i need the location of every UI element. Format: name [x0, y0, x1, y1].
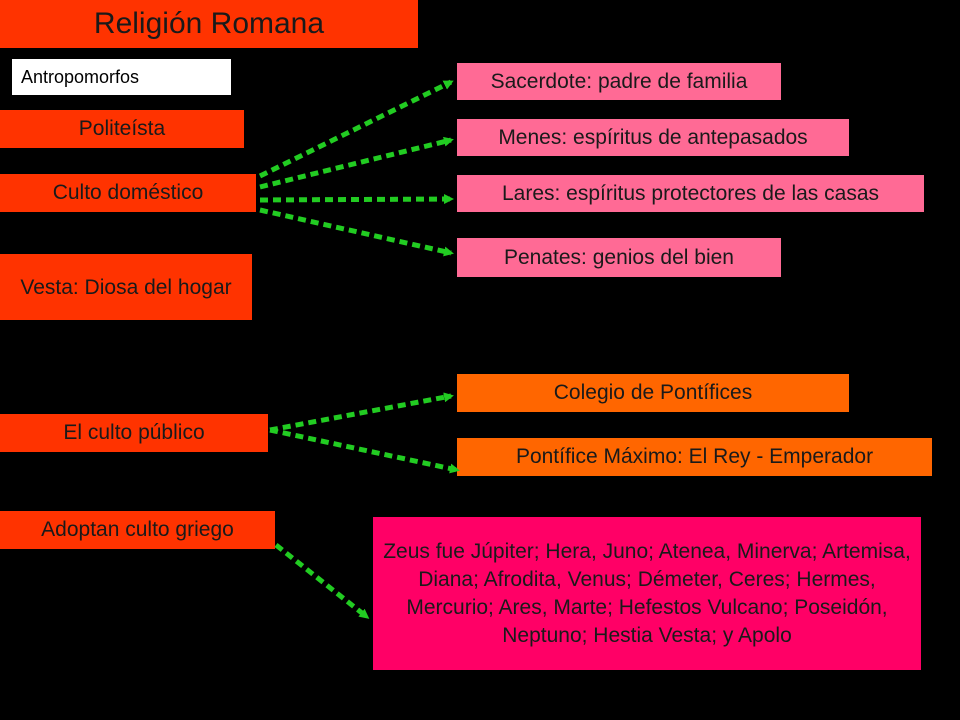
sacerdote-box: Sacerdote: padre de familia [457, 63, 781, 100]
lares-box: Lares: espíritus protectores de las casa… [457, 175, 924, 212]
colegio-box: Colegio de Pontífices [457, 374, 849, 412]
culto-griego-box: Adoptan culto griego [0, 511, 275, 549]
page-title: Religión Romana [0, 0, 418, 48]
culto-domestico-box: Culto doméstico [0, 174, 256, 212]
arrow-colegio [269, 392, 454, 433]
menes-box: Menes: espíritus de antepasados [457, 119, 849, 156]
penates-box: Penates: genios del bien [457, 238, 781, 277]
arrow-pontifice [269, 427, 460, 474]
vesta-box: Vesta: Diosa del hogar [0, 254, 252, 320]
antropomorfos-box: Antropomorfos [11, 58, 232, 96]
arrow-griego [274, 543, 370, 619]
pontifice-box: Pontífice Máximo: El Rey - Emperador [457, 438, 932, 476]
politeista-box: Politeísta [0, 110, 244, 148]
greek-gods-box: Zeus fue Júpiter; Hera, Juno; Atenea, Mi… [373, 517, 921, 670]
arrow-lares [259, 194, 454, 205]
arrow-sacerdote [258, 79, 454, 179]
arrow-menes [259, 136, 454, 190]
arrow-penates [259, 207, 454, 257]
culto-publico-box: El culto público [0, 414, 268, 452]
